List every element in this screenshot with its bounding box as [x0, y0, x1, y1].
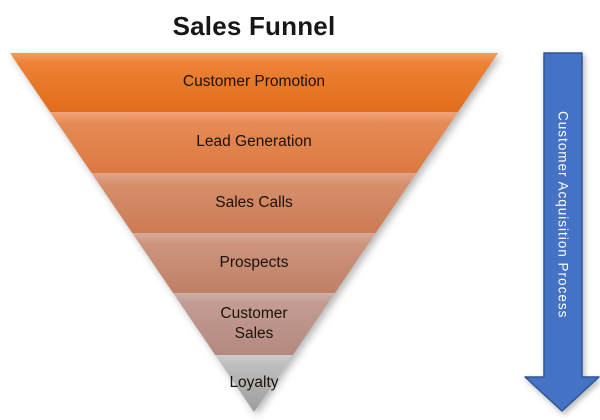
- funnel-segment-customer-promotion: [10, 53, 498, 112]
- down-arrow-icon: [524, 52, 600, 412]
- segment-label-prospects: Prospects: [219, 253, 289, 271]
- segment-label-lead-generation: Lead Generation: [196, 133, 312, 151]
- segment-label-loyalty: Loyalty: [229, 374, 279, 392]
- funnel-segment-lead-generation: [10, 112, 498, 173]
- funnel-diagram: [10, 53, 498, 412]
- process-arrow-label: Customer Acquisition Process: [555, 111, 571, 319]
- chart-title: Sales Funnel: [172, 11, 336, 41]
- segment-label-customer-sales: Customer Sales: [220, 304, 288, 342]
- segment-label-customer-promotion: Customer Promotion: [182, 73, 326, 91]
- segment-label-sales-calls: Sales Calls: [215, 193, 293, 211]
- funnel-labels: Customer Promotion Lead Generation Sales…: [10, 53, 498, 412]
